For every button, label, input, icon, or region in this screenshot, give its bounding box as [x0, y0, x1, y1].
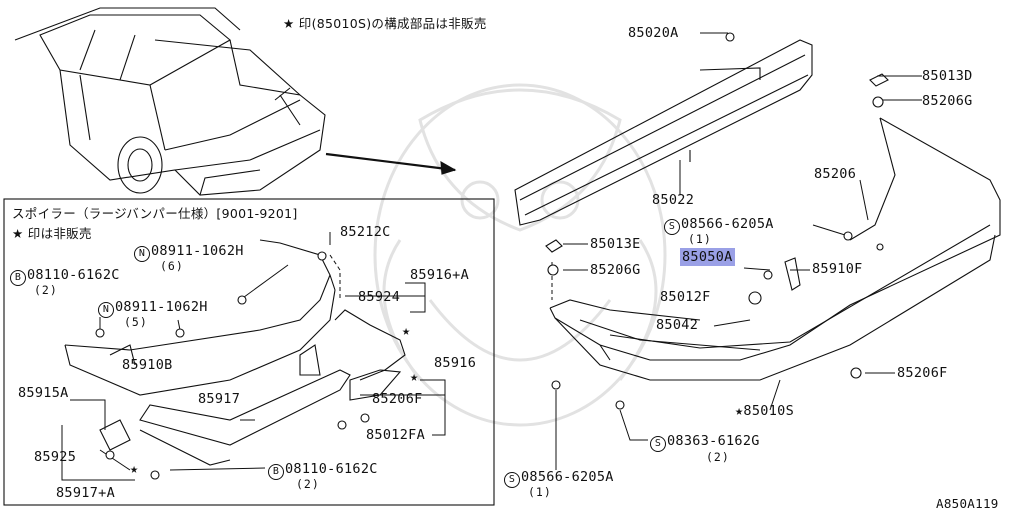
- bumper-reinforcement: [514, 39, 813, 226]
- inset-label-85915A[interactable]: 85915A: [18, 385, 69, 401]
- qty-08566-top: (1): [688, 232, 712, 246]
- part-label-85910F[interactable]: 85910F: [812, 261, 863, 277]
- s-marker-icon: S: [664, 219, 680, 235]
- star-marker: ★: [402, 323, 411, 339]
- inset-note: ★ 印は非販売: [12, 226, 92, 241]
- inset-spoiler-parts: [64, 239, 406, 466]
- s-marker-icon: S: [650, 436, 666, 452]
- b-marker-icon: B: [268, 464, 284, 480]
- watermark-emblem: [373, 83, 667, 427]
- inset-label-85910B[interactable]: 85910B: [122, 357, 173, 373]
- bumper-cover-main: [549, 117, 1001, 381]
- part-label-85013D[interactable]: 85013D: [922, 68, 973, 84]
- part-label-85010S[interactable]: ★85010S: [735, 403, 794, 419]
- inset-qty-08110-a: (2): [34, 283, 58, 297]
- inset-label-85924[interactable]: 85924: [358, 289, 401, 305]
- part-label-85022[interactable]: 85022: [652, 192, 695, 208]
- inset-qty-08911-b: (5): [124, 315, 148, 329]
- part-label-85206F[interactable]: 85206F: [897, 365, 948, 381]
- qty-08566-bottom: (1): [528, 485, 552, 499]
- inset-label-85917[interactable]: 85917: [198, 391, 241, 407]
- part-label-85050A[interactable]: 85050A: [680, 248, 735, 266]
- inset-label-85206F[interactable]: 85206F: [372, 391, 423, 407]
- s-marker-icon: S: [504, 472, 520, 488]
- car-illustration: [14, 7, 326, 196]
- part-label-85206G[interactable]: 85206G: [922, 93, 973, 109]
- part-label-85020A[interactable]: 85020A: [628, 25, 679, 41]
- b-marker-icon: B: [10, 270, 26, 286]
- header-note: ★ 印(85010S)の構成部品は非販売: [283, 16, 487, 31]
- part-label-85206G-b[interactable]: 85206G: [590, 262, 641, 278]
- inset-label-85917A[interactable]: 85917+A: [56, 485, 115, 501]
- inset-title: スポイラー（ラージバンパー仕様）[9001-9201]: [12, 206, 298, 221]
- part-label-85013E[interactable]: 85013E: [590, 236, 641, 252]
- part-label-85042[interactable]: 85042: [656, 317, 699, 333]
- part-label-85012F[interactable]: 85012F: [660, 289, 711, 305]
- n-marker-icon: N: [98, 302, 114, 318]
- inset-label-85916A[interactable]: 85916+A: [410, 267, 469, 283]
- inset-label-85916[interactable]: 85916: [434, 355, 477, 371]
- inset-frame: [3, 198, 495, 506]
- n-marker-icon: N: [134, 246, 150, 262]
- inset-label-85012FA[interactable]: 85012FA: [366, 427, 425, 443]
- fasteners: [95, 32, 884, 480]
- inset-label-85212C[interactable]: 85212C: [340, 224, 391, 240]
- arrow-head: [440, 161, 457, 175]
- arrow-line: [325, 152, 456, 172]
- bracket-85910F: [784, 257, 801, 291]
- leader-lines: [61, 32, 922, 481]
- star-marker: ★: [410, 369, 419, 385]
- highlighted-part-number: 85050A: [680, 248, 735, 266]
- clip-85013: [545, 73, 889, 253]
- qty-08363: (2): [706, 450, 730, 464]
- inset-label-85925[interactable]: 85925: [34, 449, 77, 465]
- part-label-85206[interactable]: 85206: [814, 166, 857, 182]
- star-marker: ★: [130, 461, 139, 477]
- inset-qty-08110-b: (2): [296, 477, 320, 491]
- inset-qty-08911-a: (6): [160, 259, 184, 273]
- diagram-code: A850A119: [936, 496, 999, 510]
